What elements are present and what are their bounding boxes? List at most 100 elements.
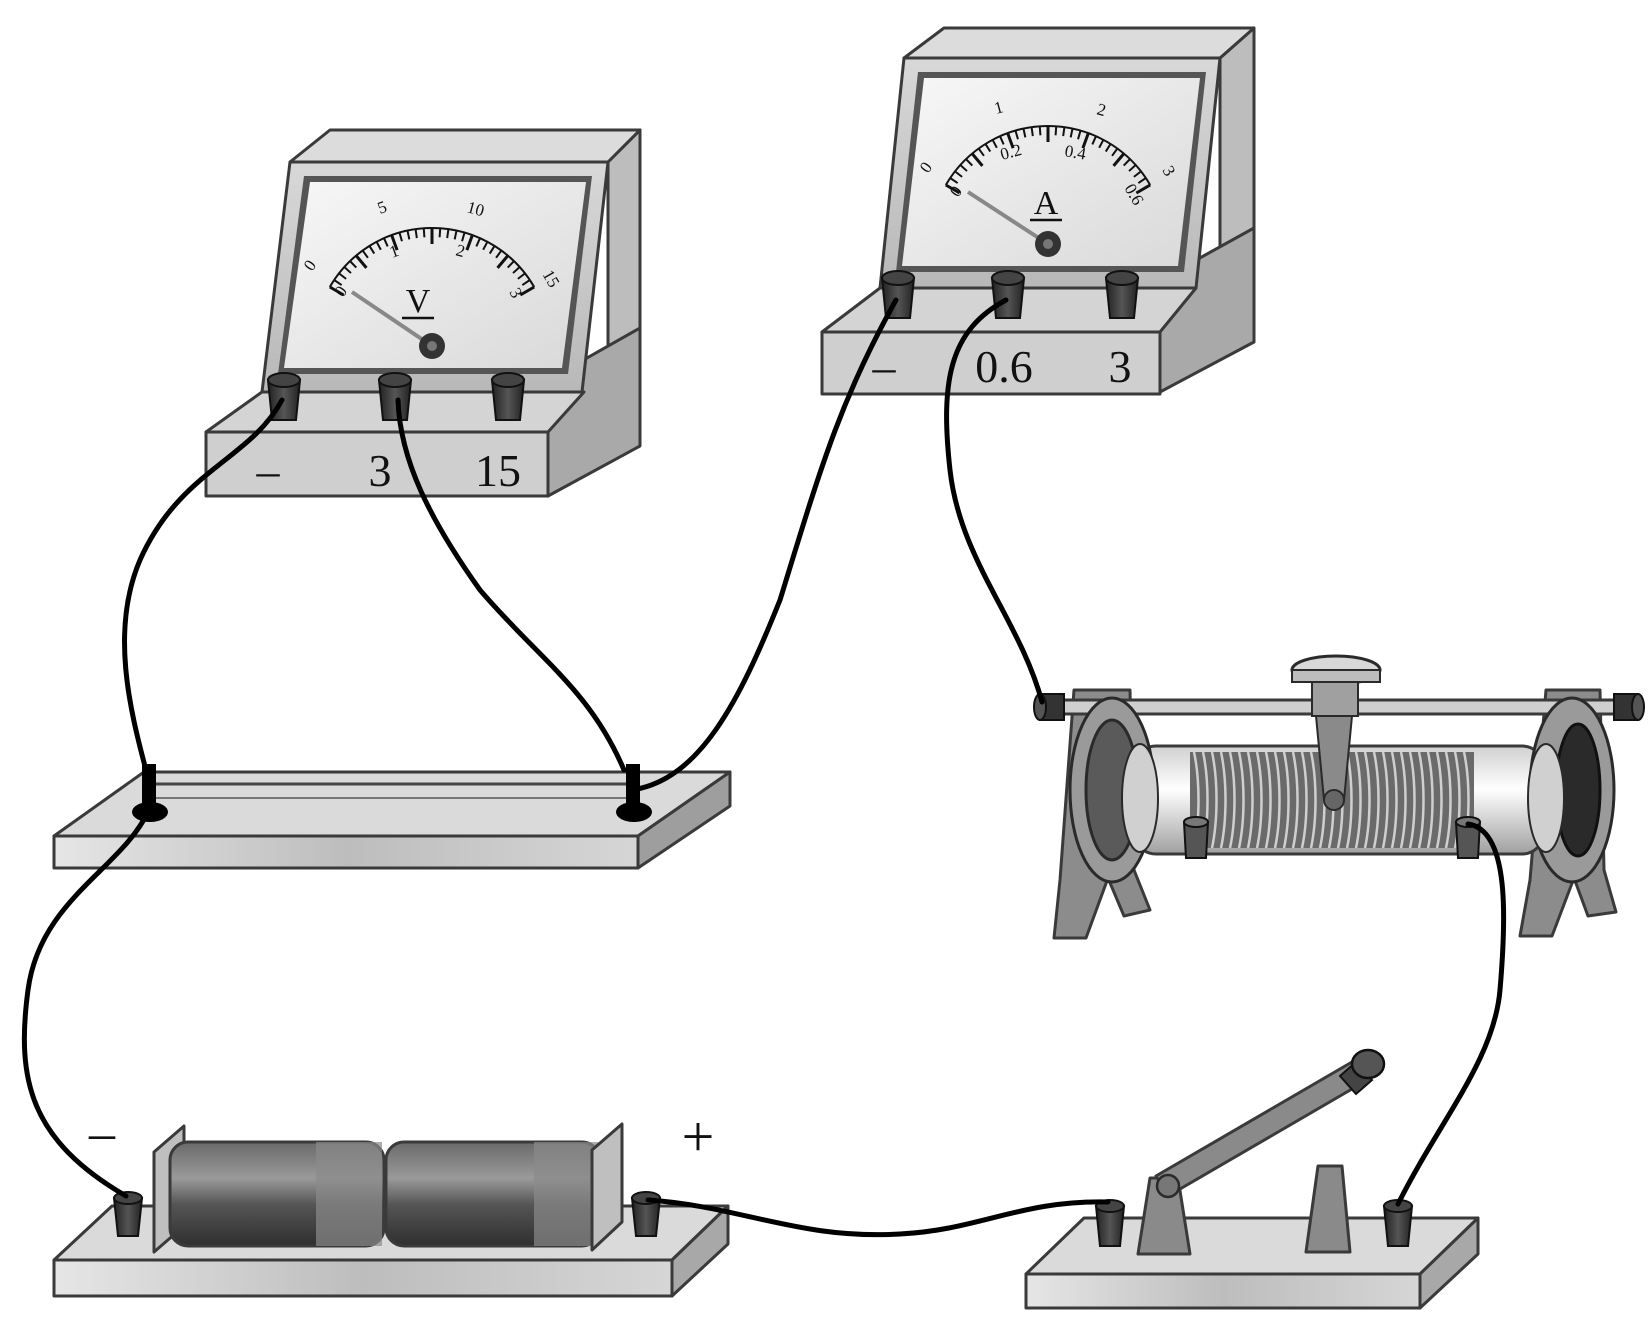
voltmeter-symbol: V: [406, 283, 431, 320]
scale-tick: [361, 249, 369, 259]
scale-tick: [1104, 143, 1112, 153]
coil-turn: [1354, 751, 1362, 849]
scale-tick: [965, 158, 974, 167]
rheostat-left-end: [1068, 696, 1159, 884]
scale-tick: [971, 152, 984, 167]
ammeter-scale-ticks: [944, 125, 1152, 195]
scale-tick: [517, 272, 526, 280]
wire-voltmeter-3-to-board-right: [395, 397, 627, 773]
coil-turn: [1399, 751, 1407, 849]
scale-tick: [446, 229, 450, 239]
rheostat-terminal-right[interactable]: [1454, 816, 1482, 859]
scale-tick: [999, 135, 1005, 145]
scale-tick: [482, 241, 489, 251]
scale-tick: [414, 229, 418, 239]
coil-turn: [1408, 751, 1416, 849]
coil-turn: [1309, 751, 1317, 849]
ammeter-inner-0-4: 0.4: [1063, 141, 1088, 163]
ammeter-terminal-0-6[interactable]: [990, 270, 1026, 319]
scale-arc: [944, 125, 1152, 186]
coil-turn: [1282, 751, 1290, 849]
coil-turn: [1300, 751, 1308, 849]
voltmeter: 0 5 10 15 0 1 2 3 V – 3 15: [204, 128, 642, 498]
rheostat-slider[interactable]: [1290, 654, 1382, 811]
ammeter-terminal-label-3: 3: [1109, 341, 1132, 392]
scale-tick: [959, 164, 968, 172]
coil-turn: [1417, 751, 1425, 849]
coil-turn: [1264, 751, 1272, 849]
scale-tick: [1135, 183, 1151, 195]
scale-tick: [406, 230, 411, 240]
scale-tick: [1006, 132, 1015, 149]
scale-tick: [1054, 126, 1058, 136]
scale-tick: [465, 234, 474, 251]
ammeter-terminal-label-neg: –: [872, 341, 897, 392]
wire-ammeter-neg-to-board-right: [629, 297, 899, 793]
coil-turn: [1381, 751, 1389, 849]
scale-tick: [488, 245, 496, 255]
scale-tick: [991, 139, 998, 149]
voltmeter-top: [288, 128, 642, 164]
scale-tick: [1122, 158, 1131, 167]
ammeter-needle: [966, 190, 1050, 246]
voltmeter-dial: [284, 182, 586, 368]
scale-tick: [1128, 164, 1137, 172]
scale-tick: [977, 147, 985, 157]
scale-tick: [1069, 128, 1074, 138]
scale-tick: [475, 237, 481, 247]
switch-terminal-left[interactable]: [1094, 1199, 1126, 1247]
voltmeter-terminal-label-15: 15: [475, 445, 521, 496]
wires: [21, 297, 1507, 1238]
ammeter-base-front: [820, 330, 1162, 396]
voltmeter-base-front: [204, 430, 550, 498]
voltmeter-scale-ticks: [328, 227, 536, 297]
scale-tick: [383, 237, 389, 247]
voltmeter-terminal-3[interactable]: [377, 372, 413, 421]
switch-blade[interactable]: [1154, 1048, 1386, 1199]
ammeter: 0 1 2 3 0 0.2 0.4 0.6 A – 0.6 3: [820, 26, 1256, 396]
battery-pos-label: +: [682, 1104, 715, 1169]
scale-tick: [495, 249, 503, 259]
battery-holder-right: [590, 1122, 624, 1252]
scale-tick: [496, 254, 509, 269]
rheostat-right-knob[interactable]: [1613, 693, 1645, 721]
knife-switch: [1024, 1048, 1480, 1310]
scale-tick: [333, 279, 343, 286]
battery: – +: [52, 1104, 730, 1298]
ammeter-inner-0-2: 0.2: [998, 140, 1023, 164]
ammeter-symbol: A: [1034, 185, 1059, 222]
ammeter-terminal-3[interactable]: [1104, 270, 1140, 319]
wire-rheostat-to-switch: [1395, 821, 1507, 1207]
coil-turn: [1237, 751, 1245, 849]
scale-tick: [1077, 130, 1082, 140]
battery-terminal-neg[interactable]: [112, 1191, 144, 1237]
scale-tick: [512, 266, 521, 274]
scale-tick: [506, 260, 515, 269]
scale-tick: [1022, 128, 1027, 138]
coil-turn: [1435, 751, 1443, 849]
voltmeter-terminal-15[interactable]: [490, 372, 526, 421]
ammeter-terminal-label-0-6: 0.6: [975, 341, 1033, 392]
switch-contact-clip: [1304, 1164, 1352, 1254]
scale-tick: [1098, 139, 1105, 149]
scale-tick: [1137, 177, 1147, 184]
coil-turn: [1210, 751, 1218, 849]
switch-terminal-right[interactable]: [1382, 1199, 1414, 1247]
coil-turn: [1444, 751, 1452, 849]
ammeter-terminal-neg[interactable]: [880, 270, 916, 319]
scale-tick: [375, 241, 382, 251]
wire-board-left-to-battery-neg: [21, 809, 151, 1199]
coil-turn: [1291, 751, 1299, 849]
scale-tick: [329, 285, 345, 297]
battery-base-front: [52, 1258, 674, 1298]
voltmeter-terminal-label-neg: –: [256, 445, 281, 496]
scale-arc: [328, 227, 536, 288]
scale-tick: [519, 285, 535, 297]
coil-turn: [1219, 751, 1227, 849]
scale-tick: [1133, 170, 1142, 178]
coil-turn: [1273, 751, 1281, 849]
ammeter-dial: [902, 78, 1200, 266]
scale-tick: [954, 170, 963, 178]
rheostat-terminal-left[interactable]: [1182, 816, 1210, 859]
coil-turn: [1372, 751, 1380, 849]
